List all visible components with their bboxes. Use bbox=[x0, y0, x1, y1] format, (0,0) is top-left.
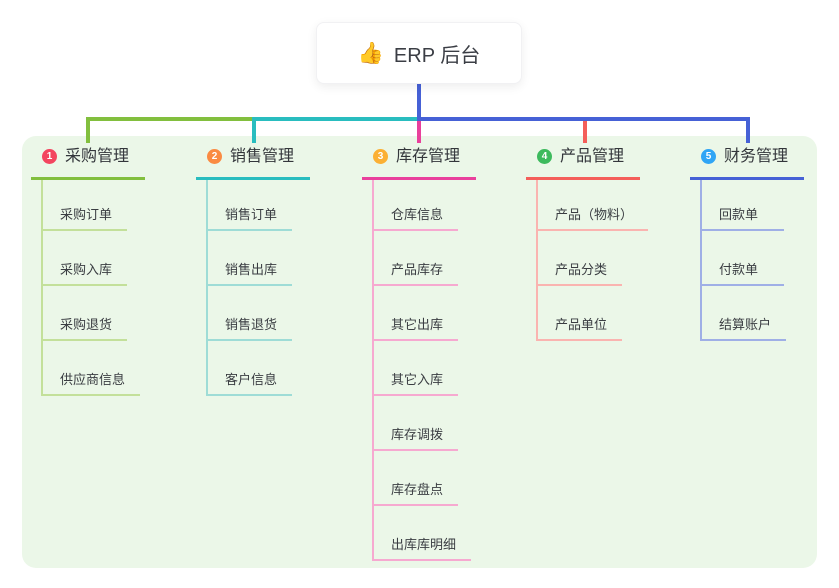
leaf-node[interactable]: 客户信息 bbox=[206, 341, 293, 396]
root-title: ERP 后台 bbox=[393, 44, 481, 67]
leaf-node[interactable]: 付款单 bbox=[700, 231, 784, 286]
connector-bus-finance bbox=[417, 117, 750, 121]
branch-title: 财务管理 bbox=[724, 148, 789, 165]
root-node[interactable]: 👍 ERP 后台 bbox=[316, 22, 522, 84]
branch-number-badge: 1 bbox=[42, 149, 57, 164]
branch-3: 3 库存管理 仓库信息产品库存其它出库其它入库库存调拨库存盘点出库库明细 bbox=[362, 145, 476, 561]
branch-node[interactable]: 4 产品管理 bbox=[526, 145, 640, 180]
leaf-node[interactable]: 出库库明细 bbox=[372, 506, 472, 561]
branch-title: 库存管理 bbox=[396, 148, 461, 165]
branch-number-badge: 4 bbox=[537, 149, 552, 164]
connector-drop-product bbox=[583, 121, 587, 143]
leaf-node[interactable]: 仓库信息 bbox=[372, 180, 459, 231]
branch-children: 采购订单采购入库采购退货供应商信息 bbox=[41, 180, 145, 396]
branch-node[interactable]: 3 库存管理 bbox=[362, 145, 476, 180]
leaf-node[interactable]: 销售出库 bbox=[206, 231, 293, 286]
connector-bus-sales bbox=[252, 117, 419, 121]
branch-node[interactable]: 5 财务管理 bbox=[690, 145, 804, 180]
branch-1: 1 采购管理 采购订单采购入库采购退货供应商信息 bbox=[31, 145, 145, 396]
branches-background-panel bbox=[22, 136, 817, 568]
connector-drop-purchase bbox=[86, 117, 90, 143]
branch-5: 5 财务管理 回款单付款单结算账户 bbox=[690, 145, 804, 341]
leaf-node[interactable]: 其它入库 bbox=[372, 341, 459, 396]
branch-node[interactable]: 2 销售管理 bbox=[196, 145, 310, 180]
leaf-node[interactable]: 供应商信息 bbox=[41, 341, 141, 396]
leaf-node[interactable]: 回款单 bbox=[700, 180, 784, 231]
leaf-node[interactable]: 产品库存 bbox=[372, 231, 459, 286]
connector-root-line bbox=[417, 83, 421, 119]
leaf-node[interactable]: 结算账户 bbox=[700, 286, 787, 341]
leaf-node[interactable]: 产品单位 bbox=[536, 286, 623, 341]
branch-children: 销售订单销售出库销售退货客户信息 bbox=[206, 180, 310, 396]
branch-children: 产品（物料）产品分类产品单位 bbox=[536, 180, 649, 341]
leaf-node[interactable]: 销售订单 bbox=[206, 180, 293, 231]
branch-title: 采购管理 bbox=[65, 148, 130, 165]
branch-children: 仓库信息产品库存其它出库其它入库库存调拨库存盘点出库库明细 bbox=[372, 180, 476, 561]
branch-title: 销售管理 bbox=[230, 148, 295, 165]
branch-4: 4 产品管理 产品（物料）产品分类产品单位 bbox=[526, 145, 649, 341]
leaf-node[interactable]: 采购入库 bbox=[41, 231, 128, 286]
connector-drop-finance bbox=[746, 117, 750, 143]
branch-2: 2 销售管理 销售订单销售出库销售退货客户信息 bbox=[196, 145, 310, 396]
leaf-node[interactable]: 采购退货 bbox=[41, 286, 128, 341]
leaf-node[interactable]: 产品分类 bbox=[536, 231, 623, 286]
leaf-node[interactable]: 其它出库 bbox=[372, 286, 459, 341]
connector-drop-sales bbox=[252, 117, 256, 143]
connector-drop-inventory bbox=[417, 121, 421, 143]
leaf-node[interactable]: 库存盘点 bbox=[372, 451, 459, 506]
leaf-node[interactable]: 库存调拨 bbox=[372, 396, 459, 451]
leaf-node[interactable]: 产品（物料） bbox=[536, 180, 649, 231]
leaf-node[interactable]: 销售退货 bbox=[206, 286, 293, 341]
branch-number-badge: 5 bbox=[701, 149, 716, 164]
branch-node[interactable]: 1 采购管理 bbox=[31, 145, 145, 180]
branch-title: 产品管理 bbox=[560, 148, 625, 165]
branch-children: 回款单付款单结算账户 bbox=[700, 180, 804, 341]
leaf-node[interactable]: 采购订单 bbox=[41, 180, 128, 231]
branch-number-badge: 2 bbox=[207, 149, 222, 164]
thumbs-up-icon: 👍 bbox=[357, 41, 384, 65]
branch-number-badge: 3 bbox=[373, 149, 388, 164]
